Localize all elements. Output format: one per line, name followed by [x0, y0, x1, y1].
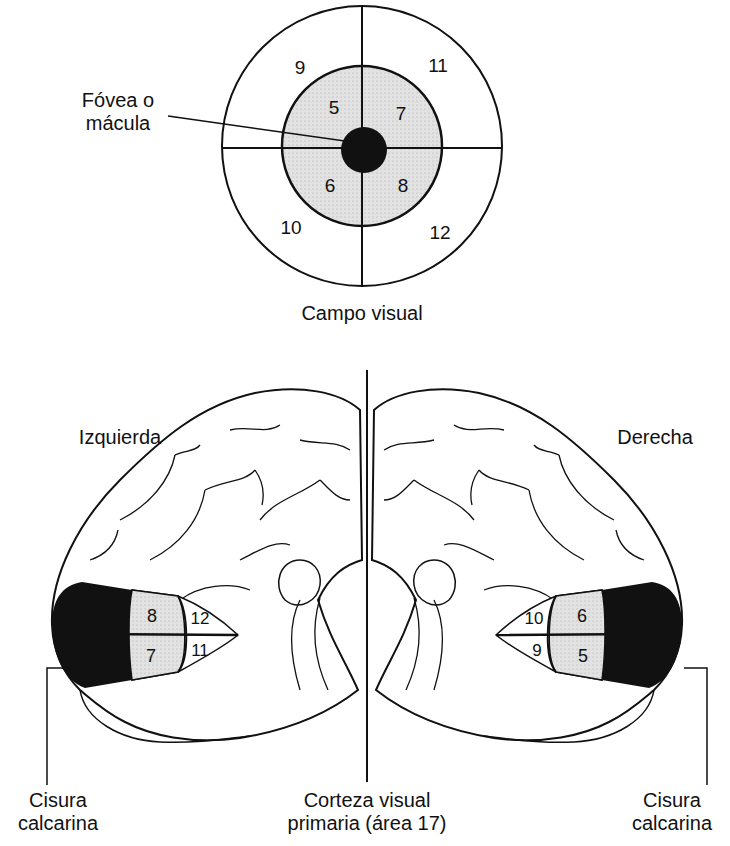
- leader-label: Cisura calcarina: [620, 789, 724, 835]
- callout-number: 11: [191, 641, 209, 661]
- callout-number: 6: [325, 175, 336, 197]
- callout-number: 11: [428, 55, 448, 77]
- callout-number: 8: [398, 175, 409, 197]
- callout-number: 8: [147, 606, 157, 627]
- callout-number: 7: [396, 103, 407, 125]
- callout-number: 12: [191, 609, 210, 629]
- leader-label: Fóvea o mácula: [71, 89, 166, 135]
- callout-number: 7: [146, 646, 156, 667]
- leader-label: Corteza visual primaria (área 17): [272, 789, 462, 835]
- callout-number: 9: [532, 641, 541, 661]
- callout-number: 12: [429, 222, 450, 244]
- callout-number: 9: [295, 57, 306, 79]
- callout-number: 10: [280, 217, 301, 239]
- leader-label: Cisura calcarina: [6, 789, 110, 835]
- callout-number: 10: [525, 609, 544, 629]
- callout-number: 5: [329, 97, 340, 119]
- hemisphere-label: Izquierda: [79, 426, 161, 449]
- figure-label: Campo visual: [301, 302, 422, 325]
- callout-number: 6: [577, 606, 587, 627]
- hemisphere-label: Derecha: [617, 426, 693, 449]
- callout-number: 5: [578, 646, 588, 667]
